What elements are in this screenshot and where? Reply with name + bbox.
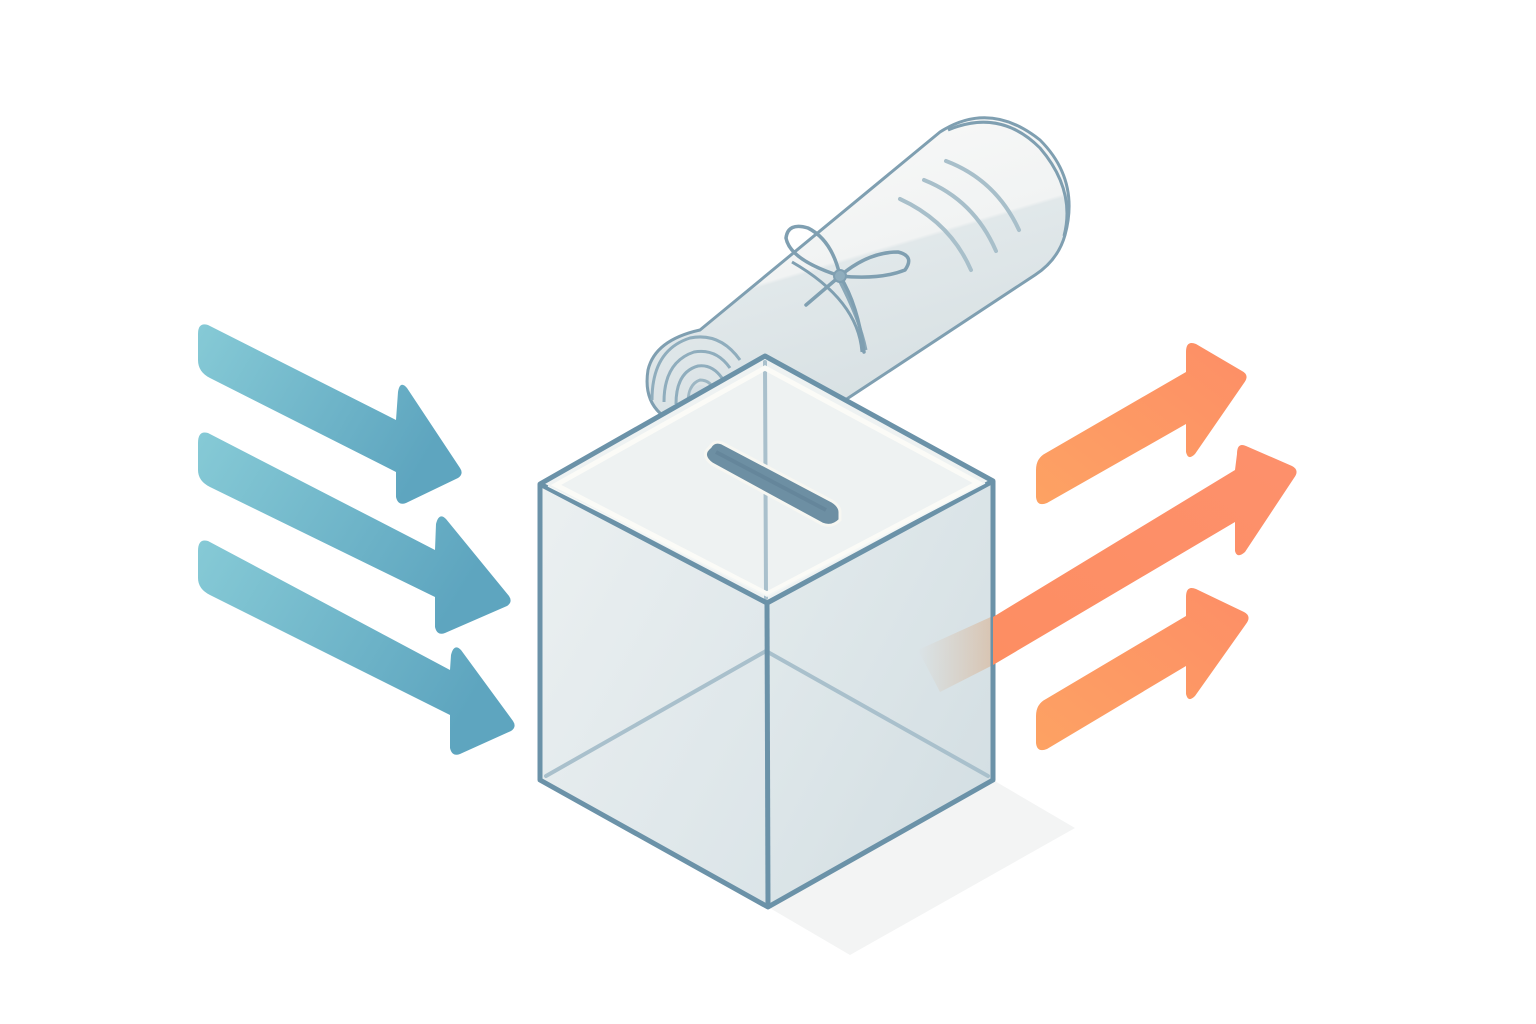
scroll — [645, 116, 1071, 432]
box-left-face — [540, 484, 768, 907]
ballot-box — [537, 353, 996, 910]
scroll-right-cap — [947, 120, 1069, 237]
incoming-arrow-2 — [198, 432, 511, 634]
arrow-tail-inside-box — [918, 616, 993, 692]
incoming-arrow-3 — [198, 540, 515, 755]
scroll-text-lines — [898, 159, 1021, 272]
scroll-ribbon-band — [791, 260, 864, 353]
outgoing-arrows — [993, 343, 1297, 751]
scroll-bow-knot — [833, 269, 847, 283]
outgoing-arrow-1 — [1036, 343, 1247, 505]
box-outline — [537, 353, 996, 910]
ballot-slot — [704, 440, 842, 527]
box-shadow — [768, 780, 1075, 955]
outgoing-arrow-2 — [993, 445, 1297, 665]
scroll-end-spiral — [650, 335, 742, 405]
scroll-body — [645, 116, 1071, 432]
incoming-arrow-1 — [198, 324, 462, 504]
box-right-face — [767, 481, 993, 907]
incoming-arrows — [198, 324, 515, 755]
outgoing-arrow-3 — [1036, 588, 1249, 751]
